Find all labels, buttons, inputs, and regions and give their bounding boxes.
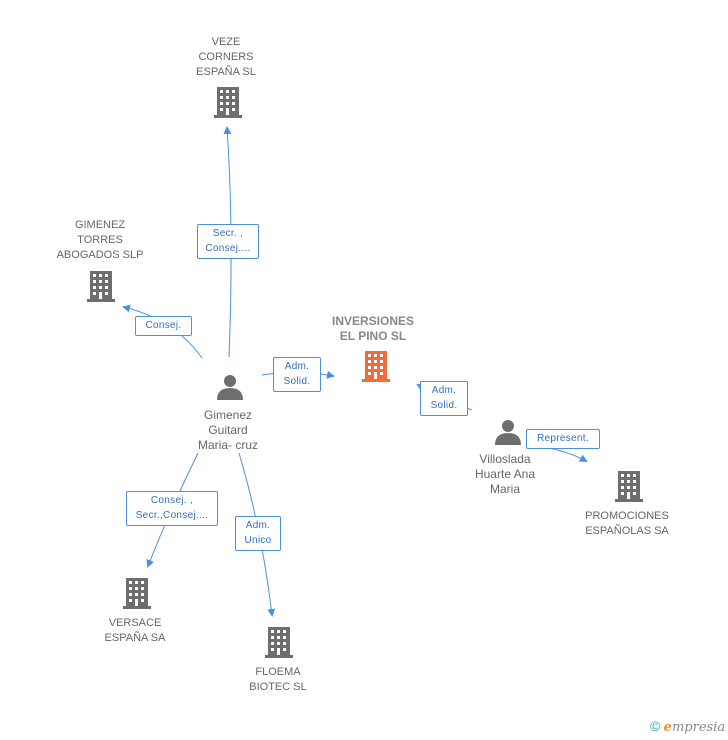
relation-consej[interactable]: Consej. [135, 316, 192, 336]
company-label-promociones[interactable]: PROMOCIONES ESPAÑOLAS SA [585, 510, 669, 537]
relation-consej-secr[interactable]: Consej. , Secr.,Consej.... [126, 491, 218, 526]
building-icon[interactable] [87, 271, 115, 302]
company-label-veze[interactable]: VEZE CORNERS ESPAÑA SL [196, 36, 256, 78]
person-icon[interactable] [217, 375, 243, 400]
company-label-inversiones[interactable]: INVERSIONES EL PINO SL [331, 314, 415, 343]
relation-represent[interactable]: Represent. [526, 429, 600, 449]
relation-adm-unico[interactable]: Adm. Unico [235, 516, 281, 551]
person-label-villoslada[interactable]: Villoslada Huarte Ana Maria [474, 452, 536, 496]
building-icon[interactable] [123, 578, 151, 609]
company-label-versace[interactable]: VERSACE ESPAÑA SA [104, 617, 166, 644]
company-label-floema[interactable]: FLOEMA BIOTEC SL [249, 666, 307, 693]
building-icon[interactable] [615, 471, 643, 502]
relation-adm-solid[interactable]: Adm. Solid. [420, 381, 468, 416]
company-label-gimenez-torres[interactable]: GIMENEZ TORRES ABOGADOS SLP [56, 219, 144, 261]
copyright-icon: © [650, 718, 661, 734]
relation-secr-consej[interactable]: Secr. , Consej.... [197, 224, 259, 259]
relation-adm-solid[interactable]: Adm. Solid. [273, 357, 321, 392]
person-icon[interactable] [495, 420, 521, 445]
brand-logo[interactable]: empresia [663, 720, 726, 735]
person-label-gimenez-guitard[interactable]: Gimenez Guitard Maria- cruz [197, 408, 258, 452]
footer-credit: © empresia [650, 718, 725, 735]
building-icon[interactable] [214, 87, 242, 118]
building-icon-main[interactable] [362, 351, 390, 382]
building-icon[interactable] [265, 627, 293, 658]
